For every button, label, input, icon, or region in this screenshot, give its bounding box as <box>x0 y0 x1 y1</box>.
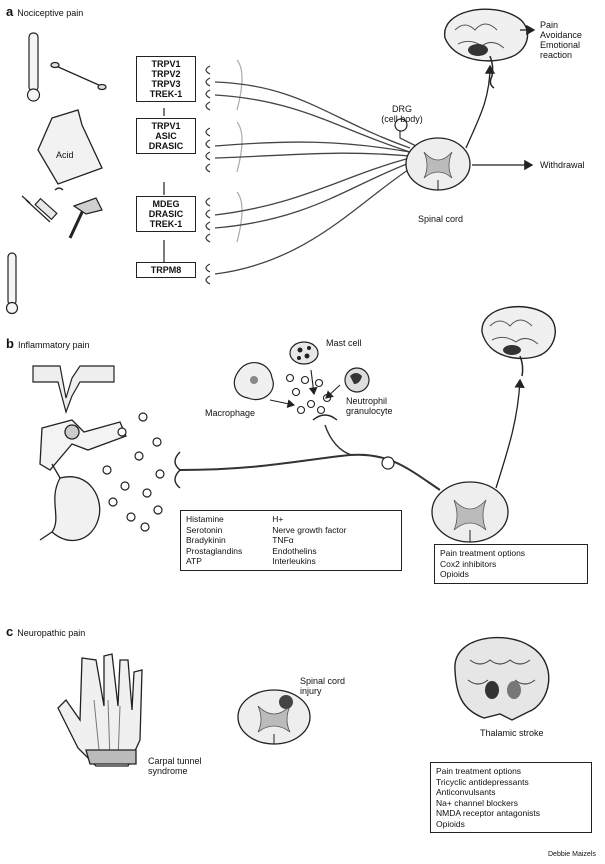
receptor-box-3: MDEG DRASIC TREK-1 <box>136 196 196 232</box>
treatment-item: Pain treatment options <box>436 766 586 777</box>
receptor-box-4: TRPM8 <box>136 262 196 278</box>
receptor-name: TRPV2 <box>140 69 192 79</box>
pain-outcome-line: reaction <box>540 50 582 60</box>
spinal-cord-section <box>406 138 470 190</box>
panel-a-letter: a <box>6 4 13 19</box>
spinal-injury-line: injury <box>300 686 345 696</box>
drg-subtitle: (cell body) <box>377 114 427 124</box>
mediator-item: Histamine <box>186 514 242 525</box>
panel-a-label: a Nociceptive pain <box>6 6 83 19</box>
acid-label: Acid <box>56 150 74 160</box>
thalamic-stroke-label: Thalamic stroke <box>480 728 544 738</box>
receptor-box-1: TRPV1 TRPV2 TRPV3 TREK-1 <box>136 56 196 102</box>
brain-icon-b <box>482 307 555 376</box>
panel-c-label: c Neuropathic pain <box>6 626 85 639</box>
receptor-name: TREK-1 <box>140 219 192 229</box>
carpal-tunnel-line: Carpal tunnel <box>148 756 202 766</box>
stomach-icon <box>40 464 100 541</box>
mast-cell-label: Mast cell <box>326 338 362 348</box>
treatment-item: Na+ channel blockers <box>436 798 586 809</box>
inflammatory-fiber <box>180 455 440 490</box>
receptor-name: TRPV3 <box>140 79 192 89</box>
mediator-item: Interleukins <box>272 556 346 567</box>
carpal-tunnel-label: Carpal tunnel syndrome <box>148 756 202 776</box>
mediator-list: Histamine Serotonin Bradykinin Prostagla… <box>180 510 402 571</box>
drg-title: DRG <box>377 104 427 114</box>
mediator-item: Serotonin <box>186 525 242 536</box>
tissue-injury-icon <box>33 366 114 412</box>
nerve-endings <box>206 60 242 284</box>
mediator-item: Nerve growth factor <box>272 525 346 536</box>
spinal-cord-section-b <box>432 482 508 542</box>
mediator-item: Prostaglandins <box>186 546 242 557</box>
cotton-swab-icon <box>51 63 106 90</box>
treatment-list-b: Pain treatment options Cox2 inhibitors O… <box>434 544 588 584</box>
receptor-name: TRPV1 <box>140 121 192 131</box>
thermometer-cold-icon <box>7 253 18 314</box>
mediator-item: ATP <box>186 556 242 567</box>
receptor-name: TRPV1 <box>140 59 192 69</box>
panel-a-title: Nociceptive pain <box>17 8 83 18</box>
treatment-item: Pain treatment options <box>440 548 582 559</box>
thermometer-hot-icon <box>28 33 40 101</box>
pain-outcome-line: Emotional <box>540 40 582 50</box>
panel-b-letter: b <box>6 336 14 351</box>
nerve-ending-fork <box>175 452 180 488</box>
treatment-item: Opioids <box>440 569 582 580</box>
pain-outcome-line: Pain <box>540 20 582 30</box>
spinal-injury-line: Spinal cord <box>300 676 345 686</box>
receptor-name: TREK-1 <box>140 89 192 99</box>
withdrawal-label: Withdrawal <box>540 160 585 170</box>
drg-label: DRG (cell body) <box>377 104 427 124</box>
receptor-name: DRASIC <box>140 141 192 151</box>
syringe-icon <box>22 196 57 222</box>
spinal-cord-injury-section <box>238 690 310 744</box>
mediator-item: TNFα <box>272 535 346 546</box>
treatment-item: Cox2 inhibitors <box>440 559 582 570</box>
brain-coronal-section <box>455 638 549 720</box>
neutrophil-icon <box>345 368 369 392</box>
mediator-column-right: H+ Nerve growth factor TNFα Endothelins … <box>272 514 346 567</box>
macrophage-label: Macrophage <box>205 408 255 418</box>
receptor-name: DRASIC <box>140 209 192 219</box>
spinal-injury-label: Spinal cord injury <box>300 676 345 696</box>
treatment-item: Tricyclic antidepressants <box>436 777 586 788</box>
neutrophil-line: Neutrophil <box>346 396 393 406</box>
receptor-box-2: TRPV1 ASIC DRASIC <box>136 118 196 154</box>
spinal-cord-label: Spinal cord <box>418 214 463 224</box>
mediator-item: Bradykinin <box>186 535 242 546</box>
hand-icon <box>58 654 142 766</box>
receptor-name: TRPM8 <box>140 265 192 275</box>
treatment-item: NMDA receptor antagonists <box>436 808 586 819</box>
mediator-column-left: Histamine Serotonin Bradykinin Prostagla… <box>186 514 242 567</box>
treatment-item: Opioids <box>436 819 586 830</box>
hammer-icon <box>70 198 102 238</box>
panel-c-letter: c <box>6 624 13 639</box>
pain-outcome-line: Avoidance <box>540 30 582 40</box>
mediator-item: Endothelins <box>272 546 346 557</box>
neutrophil-label: Neutrophil granulocyte <box>346 396 393 416</box>
treatment-item: Anticonvulsants <box>436 787 586 798</box>
brain-icon <box>445 9 528 88</box>
panel-c-title: Neuropathic pain <box>17 628 85 638</box>
panel-b-label: b Inflammatory pain <box>6 338 89 351</box>
panel-b-title: Inflammatory pain <box>18 340 90 350</box>
illustrator-credit: Debbie Maizels <box>548 850 596 860</box>
receptor-name: ASIC <box>140 131 192 141</box>
pain-outcome-label: Pain Avoidance Emotional reaction <box>540 20 582 60</box>
knee-joint-icon <box>40 420 126 470</box>
mediator-item: H+ <box>272 514 346 525</box>
neutrophil-line: granulocyte <box>346 406 393 416</box>
treatment-list-c: Pain treatment options Tricyclic antidep… <box>430 762 592 833</box>
carpal-tunnel-line: syndrome <box>148 766 202 776</box>
receptor-name: MDEG <box>140 199 192 209</box>
mast-cell-icon <box>290 342 318 364</box>
